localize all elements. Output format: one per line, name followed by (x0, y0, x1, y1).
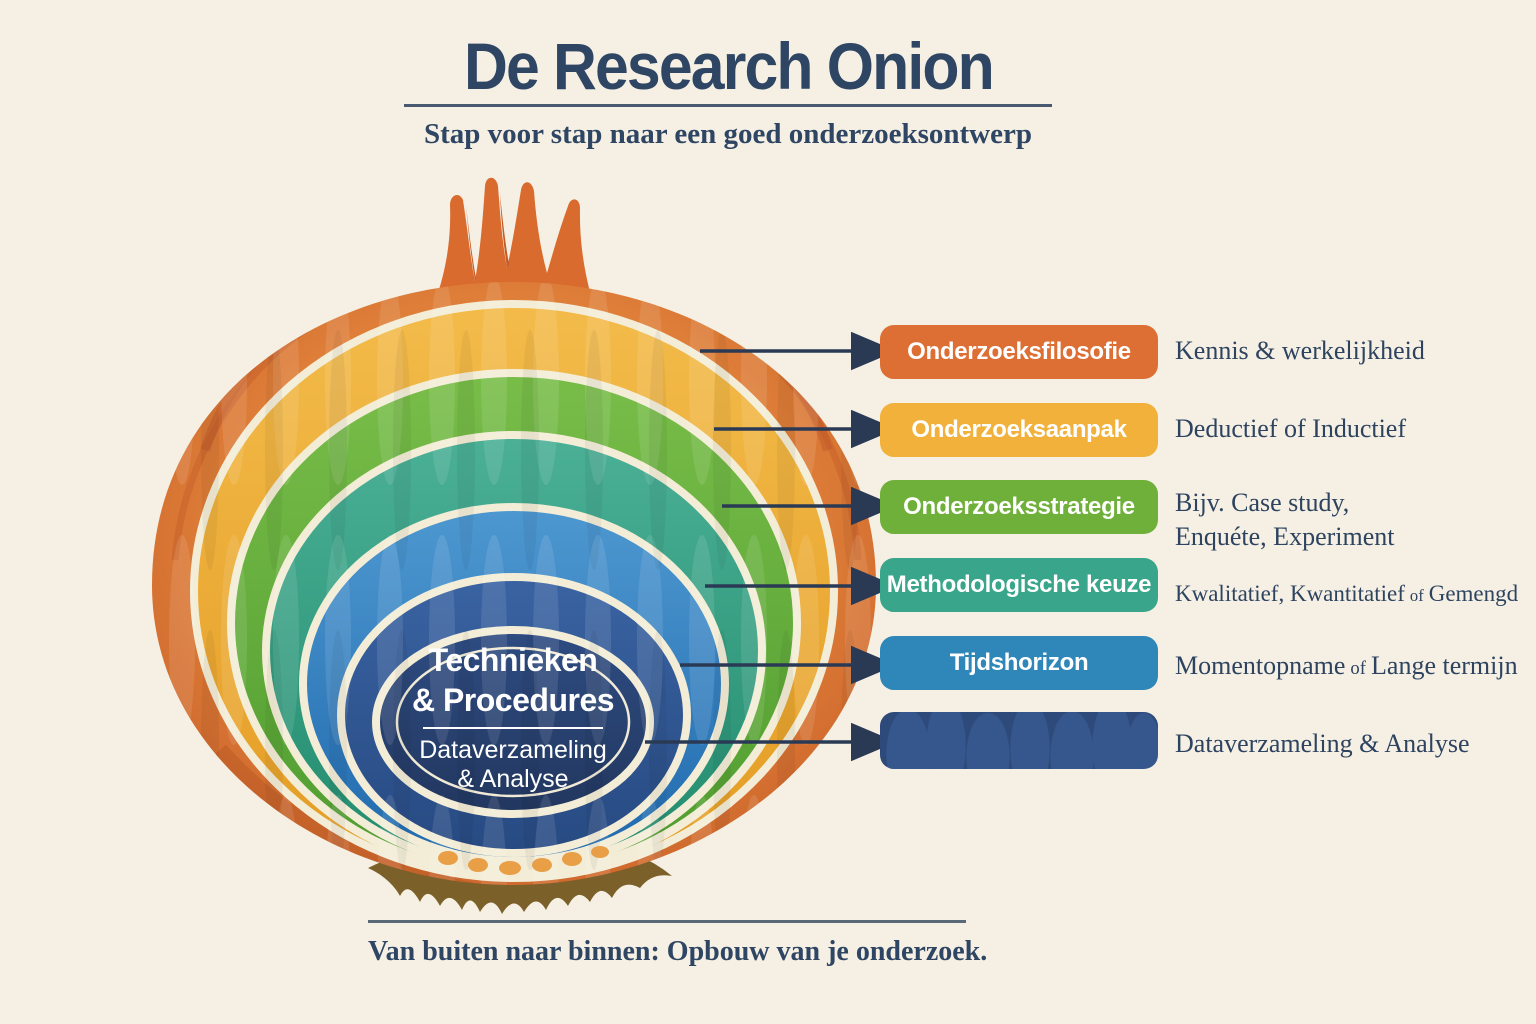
badge-label: Tijdshorizon (949, 649, 1089, 676)
footer-line (368, 920, 966, 923)
description-line: Enquéte, Experiment (1175, 522, 1395, 551)
description-part-small: of (1350, 658, 1367, 679)
badge-dataverzameling (880, 712, 1158, 769)
description-part-small: of (1409, 586, 1424, 605)
footer-text: Van buiten naar binnen: Opbouw van je on… (368, 936, 988, 967)
center-line-procedures: & Procedures (411, 682, 615, 718)
description-onderzoeksfilosofie: Kennis & werkelijkheid (1175, 336, 1425, 365)
center-line-analyse: & Analyse (457, 765, 569, 793)
page-title: De Research Onion (463, 29, 995, 103)
page-subtitle: Stap voor stap naar een goed onderzoekso… (424, 118, 1032, 150)
title-underline (404, 104, 1052, 107)
header: De Research Onion (0, 28, 1456, 104)
onion-texture (152, 282, 876, 885)
badge-label: Onderzoeksaanpak (911, 416, 1127, 443)
description-dataverzameling: Dataverzameling & Analyse (1175, 729, 1470, 758)
badge-label: Onderzoeksfilosofie (907, 338, 1131, 365)
description-part: Gemengd (1428, 581, 1519, 606)
description-part: Lange termijn (1371, 651, 1518, 680)
description-line: Bijv. Case study, (1175, 488, 1350, 517)
description-onderzoeksaanpak: Deductief of Inductief (1175, 414, 1407, 443)
center-divider (423, 727, 603, 729)
sprout-shadow (466, 206, 476, 281)
badge-methodologische-keuze: Methodologische keuze (880, 558, 1158, 612)
onion-center-label: Technieken & Procedures Dataverzameling … (378, 640, 648, 794)
connector-arrows (645, 331, 897, 762)
badge-onderzoeksaanpak: Onderzoeksaanpak (880, 403, 1158, 457)
badge-label: Methodologische keuze (886, 571, 1152, 598)
badge-onderzoeksfilosofie: Onderzoeksfilosofie (880, 325, 1158, 379)
badge-label: Onderzoeksstrategie (903, 493, 1135, 520)
basal-dots (438, 846, 609, 875)
center-line-technieken: Technieken (428, 642, 598, 678)
description-onderzoeksstrategie: Bijv. Case study, Enquéte, Experiment (1175, 486, 1394, 554)
sprout-shadow (500, 194, 509, 268)
description-part: Momentopname (1175, 651, 1346, 680)
badge-onderzoeksstrategie: Onderzoeksstrategie (880, 480, 1158, 534)
badge-tijdshorizon: Tijdshorizon (880, 636, 1158, 690)
center-line-dataverzameling: Dataverzameling (419, 736, 607, 764)
description-part: Kwalitatief, Kwantitatief (1175, 581, 1405, 606)
